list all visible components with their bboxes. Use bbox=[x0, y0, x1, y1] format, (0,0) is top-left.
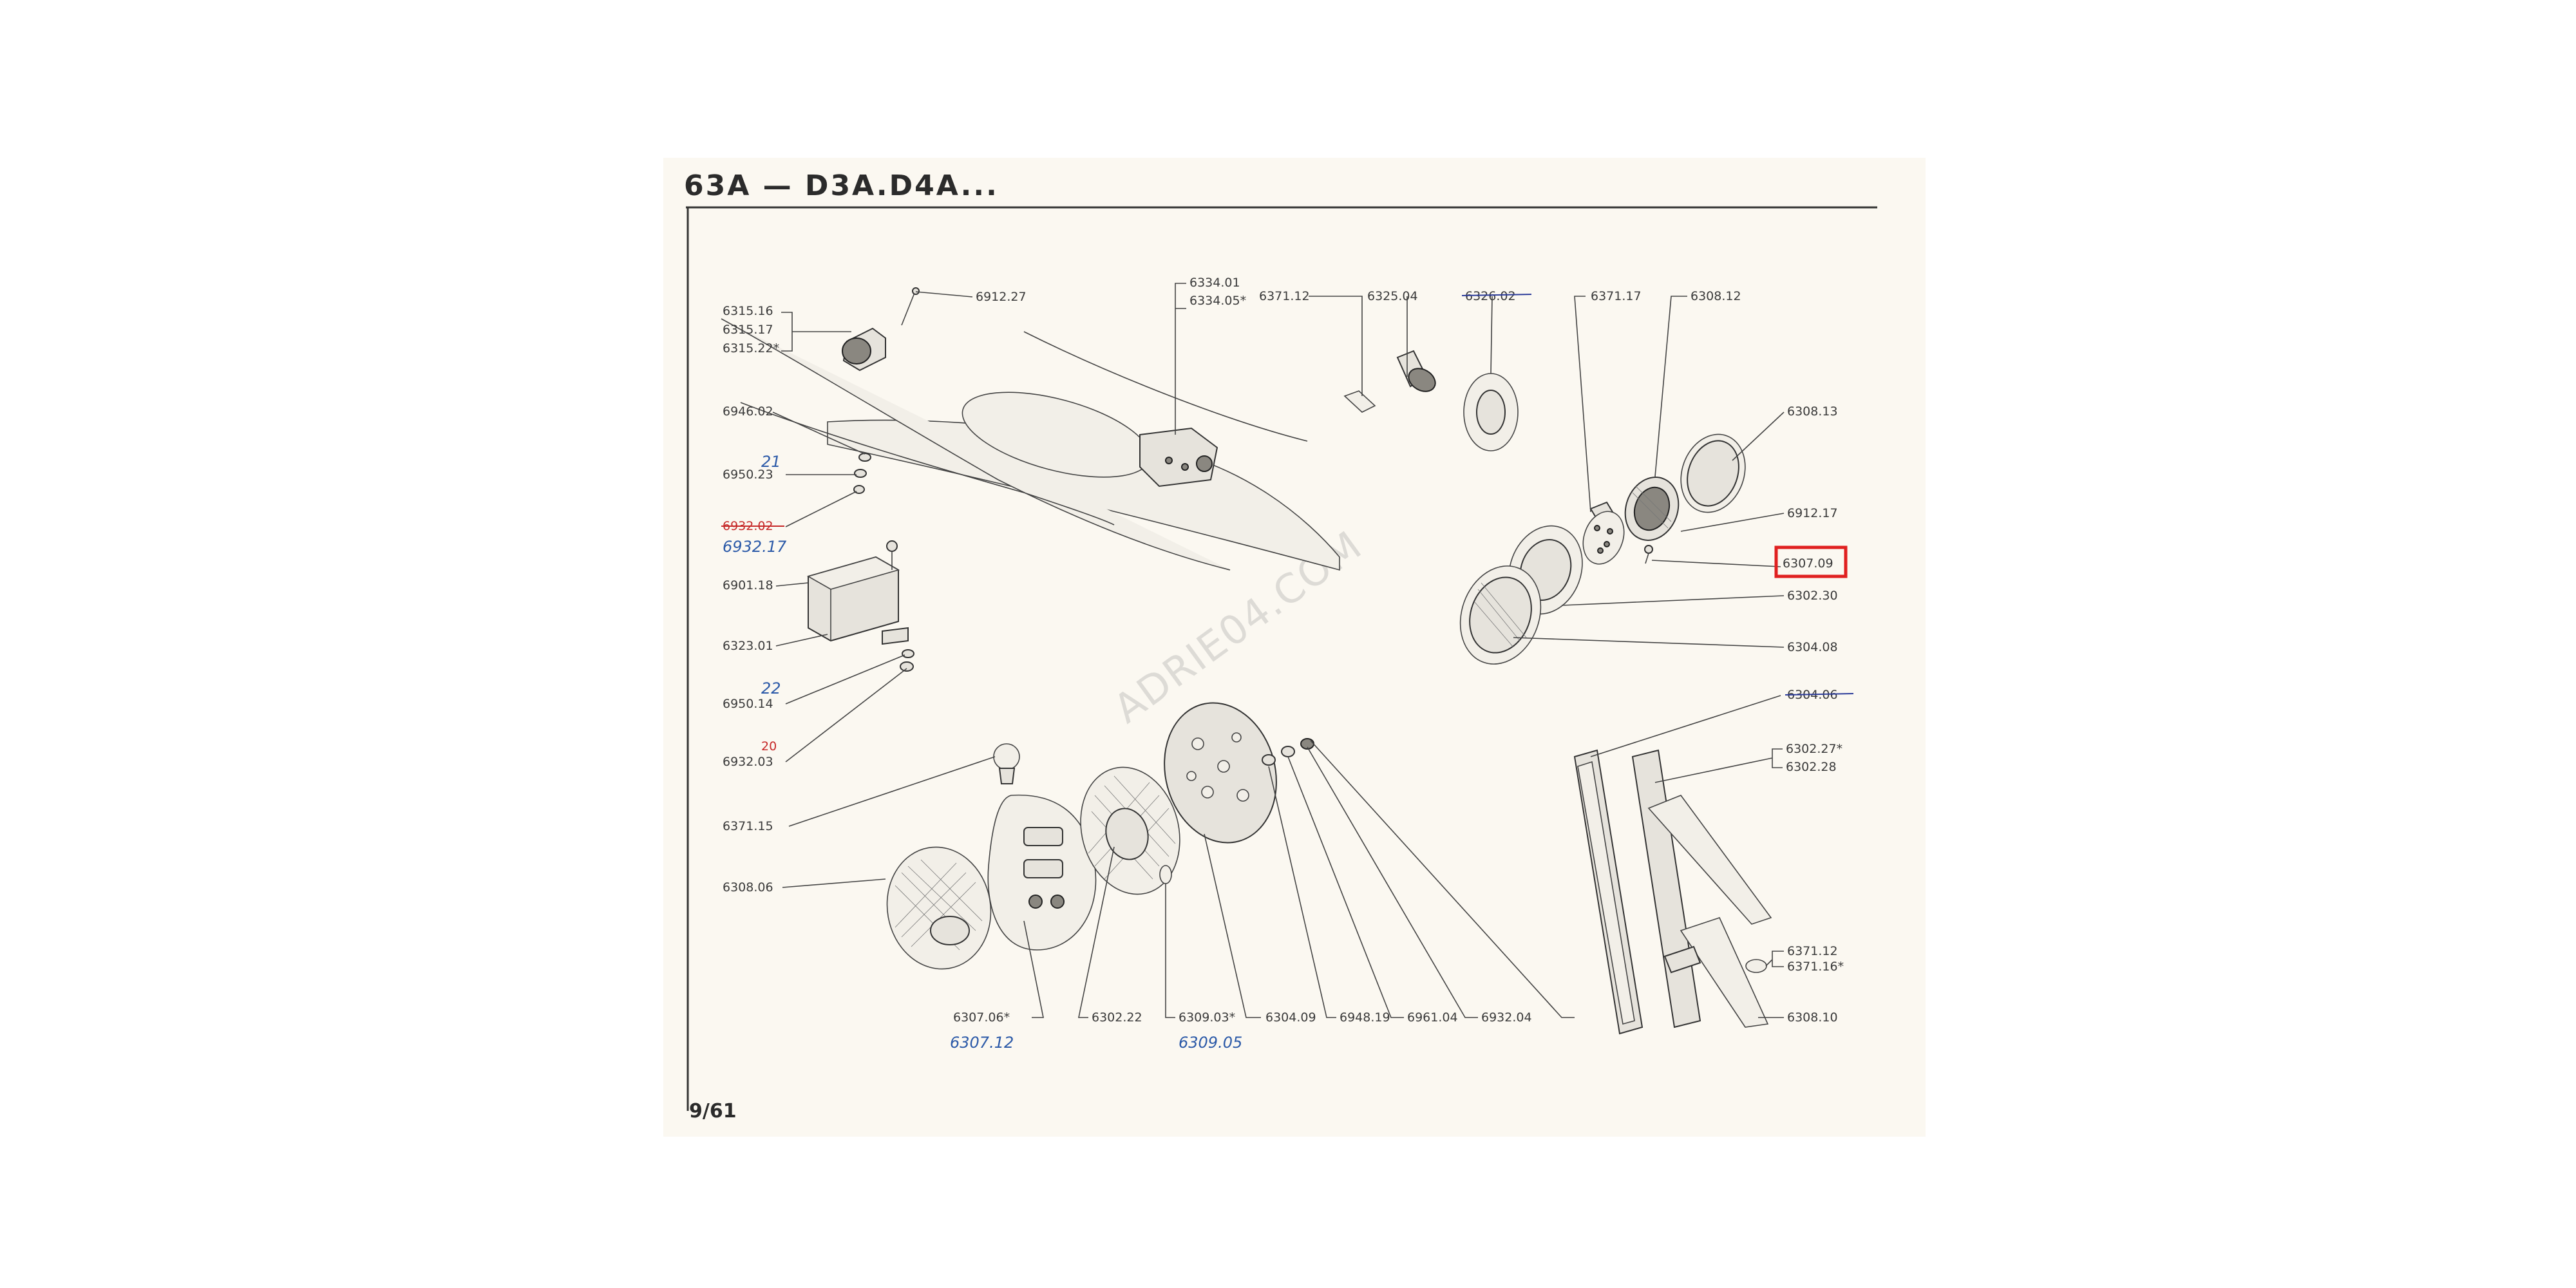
bulb-small bbox=[1159, 865, 1172, 898]
part-label-6326-02: 6326.02 bbox=[1465, 289, 1516, 303]
part-label-6308-10: 6308.10 bbox=[1787, 1010, 1838, 1025]
part-label-6302-22: 6302.22 bbox=[1092, 1010, 1142, 1025]
part-label-6315-16: 6315.16 bbox=[723, 304, 773, 318]
highlight-box bbox=[1774, 545, 1848, 578]
part-label-6371-17: 6371.17 bbox=[1591, 289, 1642, 303]
relay-box bbox=[806, 540, 909, 645]
part-label-6325-04: 6325.04 bbox=[1367, 289, 1418, 303]
part-label-6302-28: 6302.28 bbox=[1786, 760, 1837, 774]
part-label-6950-upper: 6950.23 bbox=[723, 468, 773, 482]
rear-reflector-disc bbox=[1164, 702, 1277, 844]
part-label-6932-lower-group: 6932.03 20 bbox=[723, 739, 777, 769]
part-label-6323-01: 6323.01 bbox=[723, 639, 773, 653]
part-label-6932-02-group: 6932.02 6932.17 bbox=[721, 519, 787, 556]
part-label-6304-09: 6304.09 bbox=[1265, 1010, 1316, 1025]
part-label-6334-05: 6334.05* bbox=[1189, 294, 1246, 308]
washer-nut-stack bbox=[1262, 738, 1314, 766]
part-label-6308-12: 6308.12 bbox=[1690, 289, 1741, 303]
part-label-6334-01: 6334.01 bbox=[1189, 276, 1240, 290]
part-label-6308-13: 6308.13 bbox=[1787, 404, 1838, 419]
bulb-and-socket bbox=[1343, 350, 1436, 413]
reflector-bracket bbox=[1139, 427, 1218, 488]
lamp-cap-knob bbox=[993, 743, 1020, 784]
part-label-6302-27: 6302.27* bbox=[1786, 742, 1842, 756]
rear-body-panel bbox=[721, 318, 1340, 571]
part-label-6309-05-correction: 6309.05 bbox=[1179, 1034, 1242, 1052]
exploded-parts-diagram: 63A — D3A.D4A... 9/61 ADRIE04.COM bbox=[684, 169, 1877, 1122]
lamp-lens-cylinder bbox=[1624, 477, 1680, 541]
fastener-stack-upper bbox=[853, 453, 871, 494]
inner-lens-round bbox=[1080, 766, 1180, 895]
part-label-6371-12-top: 6371.12 bbox=[1259, 289, 1310, 303]
page-number: 9/61 bbox=[689, 1100, 737, 1122]
part-labels: 6912.27 6315.16 6315.17 6315.22* 6334.01… bbox=[721, 276, 1854, 1052]
part-label-6950-lower: 6950.14 bbox=[723, 697, 773, 711]
part-label-6308-06: 6308.06 bbox=[723, 880, 773, 895]
part-label-6315-22: 6315.22* bbox=[723, 341, 779, 355]
part-label-6371-12-right: 6371.12 bbox=[1787, 944, 1838, 958]
part-label-6950-upper-correction: 21 bbox=[761, 453, 781, 471]
part-label-6950-upper-group: 6950.23 21 bbox=[723, 453, 781, 482]
outer-lens-front bbox=[886, 846, 992, 970]
part-label-6901-18: 6901.18 bbox=[723, 578, 773, 592]
lamp-body-front bbox=[1459, 565, 1542, 665]
part-label-6912-17: 6912.17 bbox=[1787, 506, 1838, 520]
small-screw-right bbox=[1644, 545, 1653, 564]
part-label-6946-02: 6946.02 bbox=[723, 404, 773, 419]
part-label-6950-lower-correction: 22 bbox=[761, 679, 781, 697]
page-title: 63A — D3A.D4A... bbox=[684, 169, 999, 202]
rubber-grommet bbox=[1463, 373, 1519, 451]
part-label-6932-lower: 6932.03 bbox=[723, 755, 773, 769]
lens-ring-rear bbox=[1680, 433, 1746, 513]
number-plate-lamp bbox=[842, 287, 920, 372]
part-label-6307-06: 6307.06* bbox=[953, 1010, 1010, 1025]
part-label-6371-16: 6371.16* bbox=[1787, 960, 1844, 974]
part-label-6950-lower-group: 6950.14 22 bbox=[723, 679, 781, 711]
bulb-holder bbox=[1582, 501, 1625, 565]
lamp-housing-plate bbox=[987, 794, 1097, 951]
part-label-6307-09: 6307.09 bbox=[1783, 556, 1833, 571]
part-label-6326-02-group: 6326.02 bbox=[1461, 289, 1532, 303]
part-label-6932-lower-correction: 20 bbox=[761, 739, 777, 753]
highlighted-part-6307-09: 6307.09 bbox=[1774, 545, 1848, 578]
part-label-6302-30: 6302.30 bbox=[1787, 589, 1838, 603]
catalog-sheet: 63A — D3A.D4A... 9/61 ADRIE04.COM bbox=[663, 158, 1926, 1137]
part-label-6304-06-group: 6304.06 bbox=[1785, 688, 1854, 702]
reflector-strip-assembly bbox=[1573, 749, 1772, 1035]
part-label-6932-17-correction: 6932.17 bbox=[723, 538, 787, 556]
part-label-6961-04: 6961.04 bbox=[1407, 1010, 1458, 1025]
part-label-6371-15: 6371.15 bbox=[723, 819, 773, 833]
part-label-6304-08: 6304.08 bbox=[1787, 640, 1838, 654]
part-label-6912-27: 6912.27 bbox=[976, 290, 1027, 304]
part-label-6948-19: 6948.19 bbox=[1340, 1010, 1390, 1025]
part-label-6309-03: 6309.03* bbox=[1179, 1010, 1235, 1025]
part-label-6315-17: 6315.17 bbox=[723, 323, 773, 337]
part-label-6307-12-correction: 6307.12 bbox=[950, 1034, 1014, 1052]
fastener-stack-lower bbox=[900, 649, 914, 672]
leader-lines bbox=[772, 283, 1785, 1018]
part-label-6932-04: 6932.04 bbox=[1481, 1010, 1532, 1025]
